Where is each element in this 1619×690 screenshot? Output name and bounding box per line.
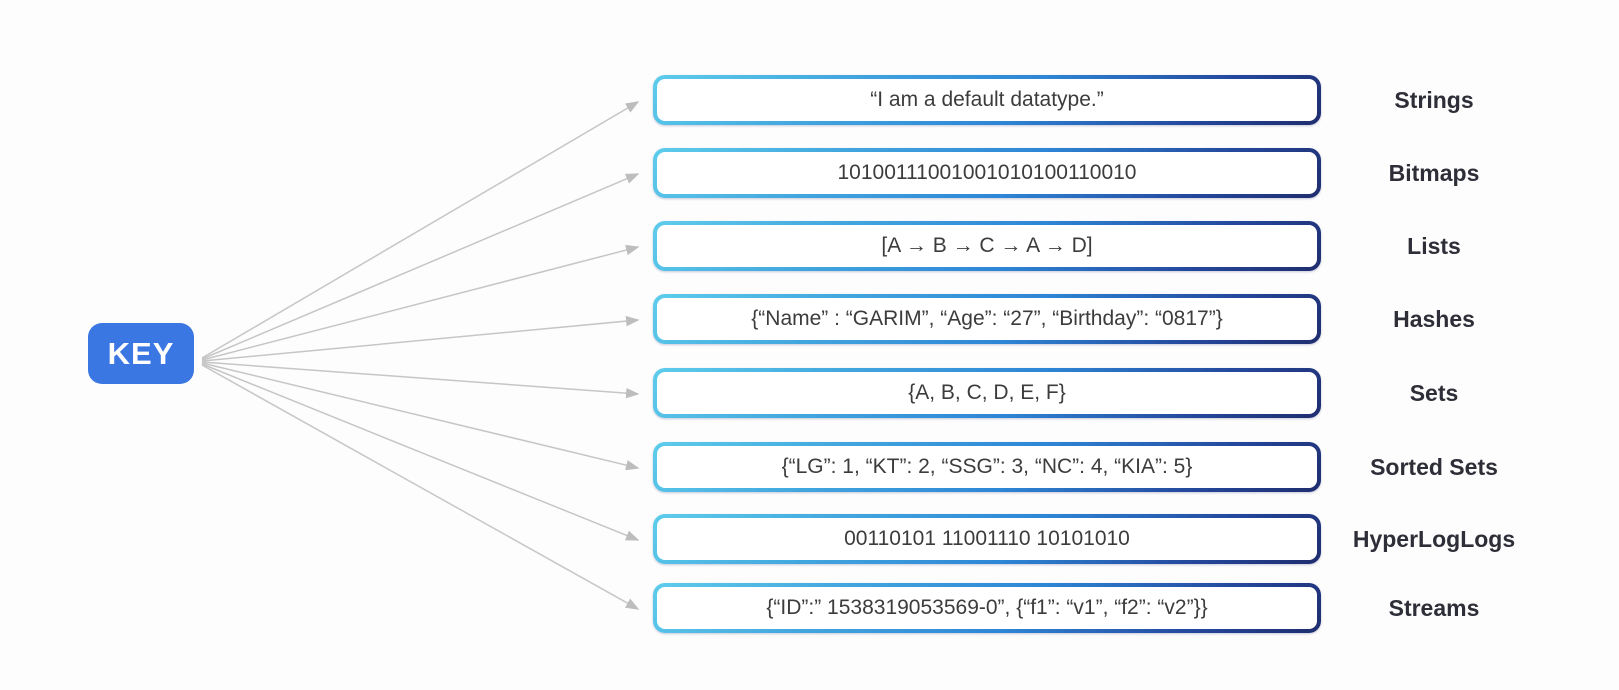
key-label: KEY <box>107 335 175 371</box>
arrow-to-lists <box>201 244 640 361</box>
datatype-label-hyperloglogs: HyperLogLogs <box>1352 525 1516 552</box>
datatype-label-sets: Sets <box>1409 379 1459 406</box>
arrow-to-bitmaps <box>201 173 640 360</box>
arrow-to-streams <box>201 364 640 610</box>
datatype-label-sorted-sets: Sorted Sets <box>1370 453 1498 480</box>
arrow-to-sets <box>201 361 640 399</box>
datatype-box-bitmaps: 10100111001001010100110010 <box>653 148 1321 198</box>
datatype-box-sorted-sets: {“LG”: 1, “KT”: 2, “SSG”: 3, “NC”: 4, “K… <box>653 442 1321 492</box>
datatype-value: [A → B → C → A → D] <box>881 234 1093 257</box>
datatype-box-lists: [A → B → C → A → D] <box>653 221 1321 271</box>
datatype-value: {“Name” : “GARIM”, “Age”: “27”, “Birthda… <box>751 307 1223 330</box>
datatype-value: {A, B, C, D, E, F} <box>908 381 1066 404</box>
key-node: KEY <box>88 323 194 384</box>
datatype-label-bitmaps: Bitmaps <box>1388 159 1480 186</box>
datatype-value: “I am a default datatype.” <box>870 88 1104 111</box>
datatype-box-hashes: {“Name” : “GARIM”, “Age”: “27”, “Birthda… <box>653 294 1321 344</box>
datatype-box-streams: {“ID”:” 1538319053569-0”, {“f1”: “v1”, “… <box>653 583 1321 633</box>
datatype-label-strings: Strings <box>1394 86 1474 113</box>
datatype-box-strings: “I am a default datatype.” <box>653 75 1321 125</box>
datatype-label-hashes: Hashes <box>1393 305 1475 332</box>
datatype-value: {“LG”: 1, “KT”: 2, “SSG”: 3, “NC”: 4, “K… <box>781 455 1193 478</box>
datatype-box-sets: {A, B, C, D, E, F} <box>653 368 1321 418</box>
arrow-to-hyperloglogs <box>201 363 640 541</box>
datatype-box-hyperloglogs: 00110101 11001110 10101010 <box>653 514 1321 564</box>
datatype-label-lists: Lists <box>1407 232 1461 259</box>
datatype-label-streams: Streams <box>1388 594 1480 621</box>
datatype-value: 00110101 11001110 10101010 <box>844 527 1130 550</box>
arrow-to-strings <box>201 101 640 359</box>
arrow-to-hashes <box>201 315 640 362</box>
datatype-value: 10100111001001010100110010 <box>837 161 1137 184</box>
datatype-value: {“ID”:” 1538319053569-0”, {“f1”: “v1”, “… <box>766 596 1208 619</box>
arrow-to-sorted-sets <box>201 362 640 471</box>
